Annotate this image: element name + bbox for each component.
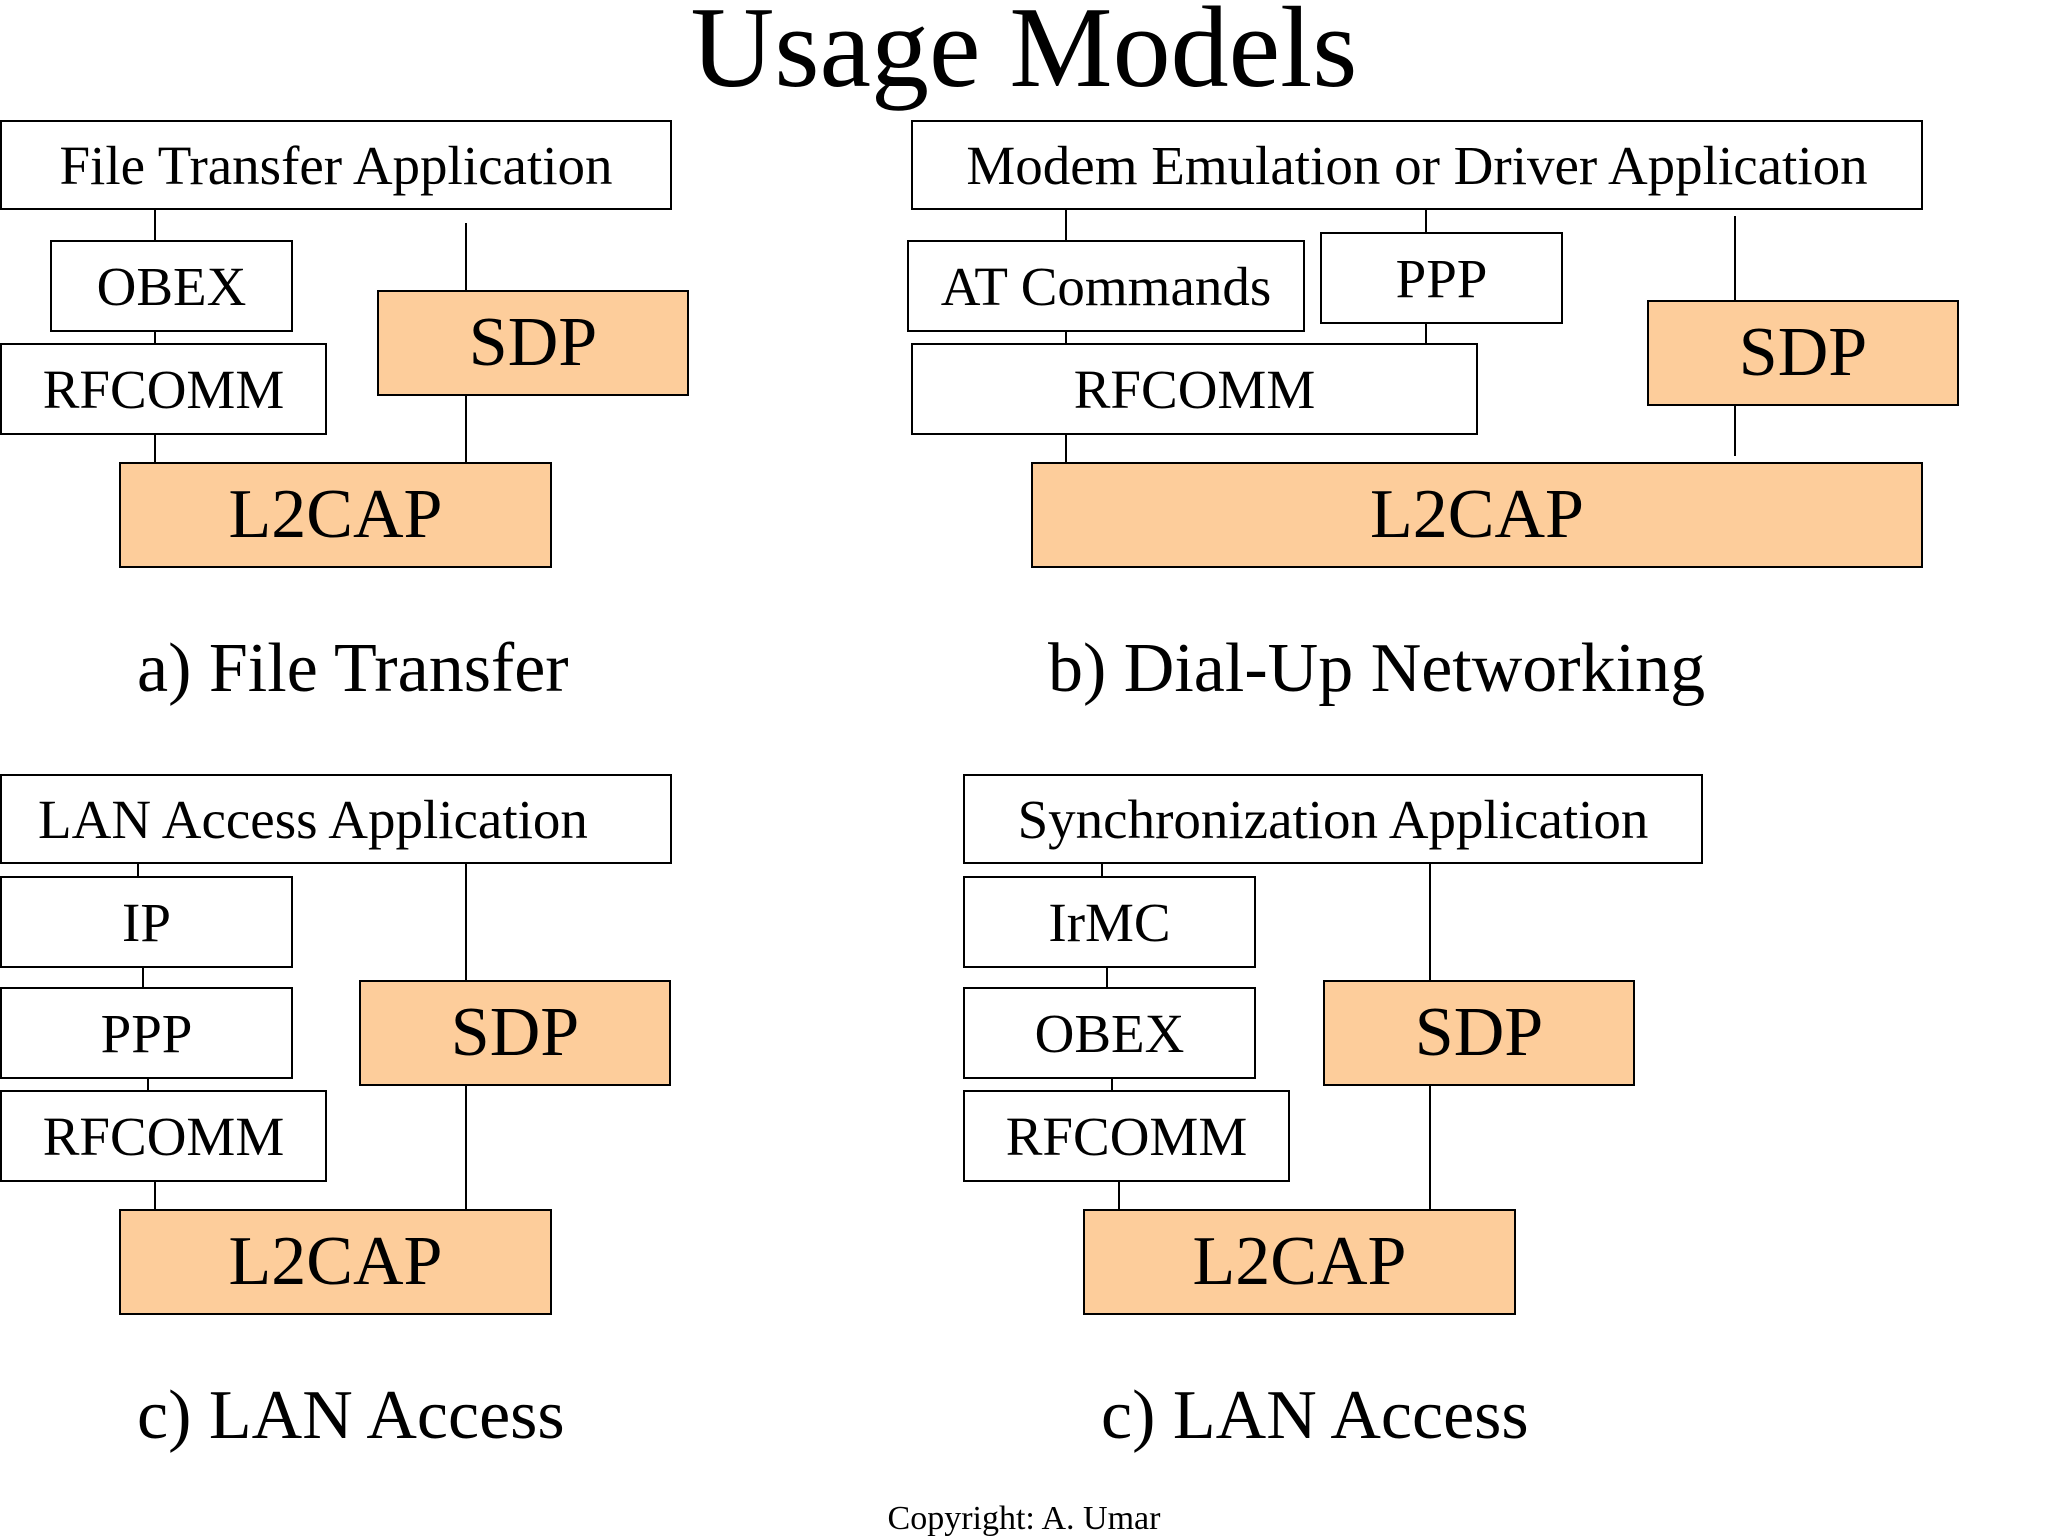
connector-line <box>1065 435 1067 464</box>
sdp-box: SDP <box>1647 300 1959 406</box>
l2cap-box: L2CAP <box>1083 1209 1516 1315</box>
connector-line <box>1425 322 1427 344</box>
rfcomm-box: RFCOMM <box>0 1090 327 1182</box>
connector-line <box>154 1180 156 1211</box>
connector-line <box>465 860 467 982</box>
connector-line <box>154 435 156 464</box>
rfcomm-box: RFCOMM <box>911 343 1478 435</box>
connector-line <box>465 223 467 291</box>
file-transfer-app-box: File Transfer Application <box>0 120 672 210</box>
connector-line <box>1065 207 1067 241</box>
connector-line <box>142 966 144 990</box>
sdp-box: SDP <box>359 980 671 1086</box>
connector-line <box>137 860 139 878</box>
connector-line <box>1118 1180 1120 1211</box>
lan-access-app-box: LAN Access Application <box>0 774 672 864</box>
rfcomm-box: RFCOMM <box>0 343 327 435</box>
connector-line <box>465 1083 467 1211</box>
connector-line <box>147 1077 149 1094</box>
copyright-text: Copyright: A. Umar <box>887 1500 1161 1537</box>
modem-emulation-app-box: Modem Emulation or Driver Application <box>911 120 1923 210</box>
l2cap-box: L2CAP <box>119 462 552 568</box>
connector-line <box>1734 216 1736 302</box>
connector-line <box>1429 1083 1431 1211</box>
l2cap-box: L2CAP <box>1031 462 1923 568</box>
connector-line <box>1101 860 1103 878</box>
synchronization-app-box: Synchronization Application <box>963 774 1703 864</box>
caption-synchronization: c) LAN Access <box>1101 1377 1529 1454</box>
obex-box: OBEX <box>963 987 1256 1079</box>
connector-line <box>1425 197 1427 233</box>
ppp-box: PPP <box>1320 232 1563 324</box>
connector-line <box>1734 404 1736 456</box>
page-title: Usage Models <box>690 0 1358 112</box>
sdp-box: SDP <box>1323 980 1635 1086</box>
connector-line <box>154 330 156 344</box>
at-commands-box: AT Commands <box>907 240 1305 332</box>
connector-line <box>1065 330 1067 344</box>
obex-box: OBEX <box>50 240 293 332</box>
connector-line <box>1106 966 1108 990</box>
l2cap-box: L2CAP <box>119 1209 552 1315</box>
connector-line <box>154 207 156 241</box>
ppp-box: PPP <box>0 987 293 1079</box>
ip-box: IP <box>0 876 293 968</box>
irmc-box: IrMC <box>963 876 1256 968</box>
connector-line <box>1429 860 1431 982</box>
caption-file-transfer: a) File Transfer <box>137 630 569 707</box>
connector-line <box>465 394 467 464</box>
caption-lan-access: c) LAN Access <box>137 1377 565 1454</box>
caption-dialup-networking: b) Dial-Up Networking <box>1048 630 1706 707</box>
connector-line <box>1111 1077 1113 1094</box>
rfcomm-box: RFCOMM <box>963 1090 1290 1182</box>
sdp-box: SDP <box>377 290 689 396</box>
